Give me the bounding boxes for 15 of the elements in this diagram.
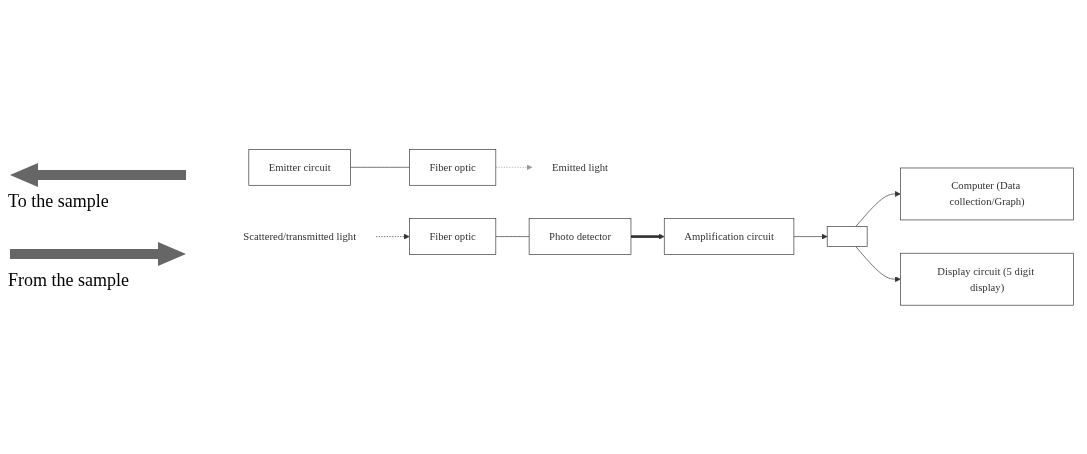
node-box [826,226,868,247]
node-box: Fiber optic [409,148,497,186]
direction-label: From the sample [8,270,130,291]
arrow [630,233,665,240]
node-box: Computer (Data collection/Graph) [900,167,1074,220]
node-box: Photo detector [528,218,632,255]
node-text: Scattered/transmitted light [243,230,357,242]
connector [350,166,410,168]
node-text: Emitted light [552,161,609,173]
node-box: Emitter circuit [248,148,351,186]
node-box: Amplification circuit [663,218,795,255]
node-box: Display circuit (5 digit display) [900,252,1074,306]
node-box: Fiber optic [409,218,497,255]
connector [495,236,530,237]
direction-label: To the sample [8,191,110,212]
